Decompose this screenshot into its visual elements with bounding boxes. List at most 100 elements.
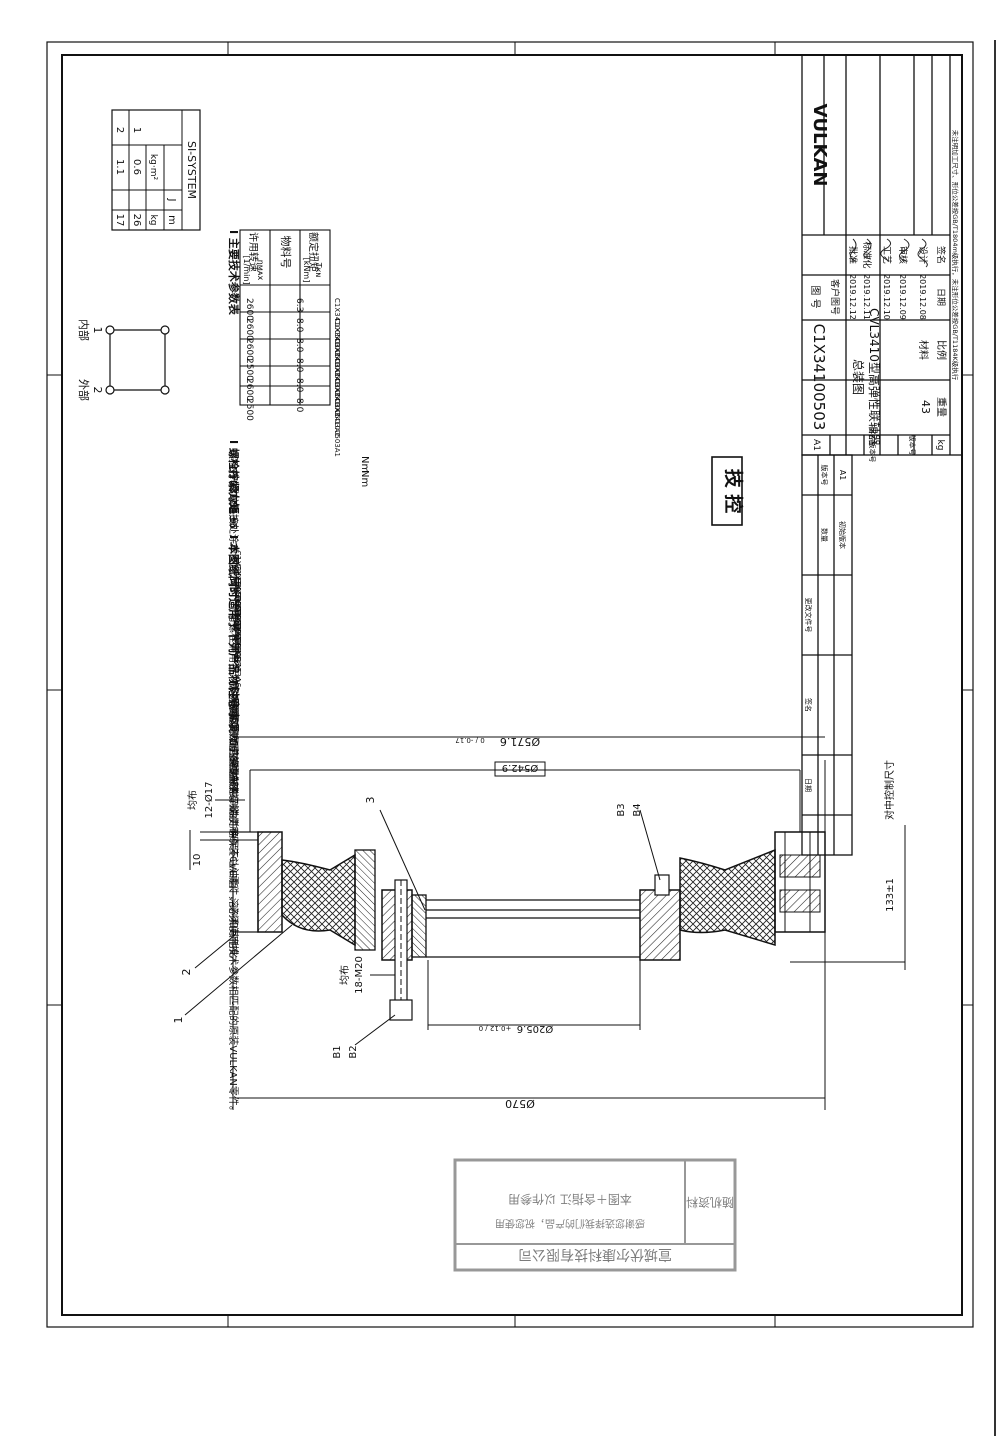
notes-title: I 注意事项 [227, 680, 241, 732]
applicable-item: C1X34100503A6 [233, 620, 242, 687]
bolt-b3 [654, 874, 670, 896]
tb-date-label: 日期 [935, 288, 946, 306]
item-3: 3 [364, 797, 377, 804]
tb-drawing-no-label: 图 号 [809, 285, 821, 308]
applicable-item: C1X34100503A1 [233, 550, 242, 617]
tb-rev-remark: 初始版本 [838, 521, 847, 549]
dim-205-6-tol: +0.12 / 0 [479, 1024, 512, 1032]
applicable-list: C1X34100503A1C1X34100503A2C1X34100503A3C… [233, 550, 242, 687]
title-block: 未注明加工尺寸、形位公差按GB/T1804m级执行，未注形位公差按GB/T118… [801, 54, 963, 856]
spec-row-torque: 8.0 [294, 398, 304, 413]
spec-rows: C1X34100503A16.32600C1X34100503A18.02600… [244, 298, 341, 457]
tb-date4: 2019.12.11 [862, 274, 871, 320]
tech-control-text: 技 控 [722, 469, 745, 514]
tech-control-stamp: 技 控 [711, 456, 745, 526]
outer-frame [46, 41, 974, 1328]
dim-10: 10 [192, 854, 203, 867]
dim-542-9-box [494, 761, 546, 777]
dim-542-9: Ø542.9 [502, 762, 539, 774]
notes-line1: 对中控制尺寸在热态下有效。 [227, 694, 240, 824]
node-2: 2 [91, 387, 104, 394]
tag-b2: B2 [348, 1045, 359, 1058]
bolt-line1: 序B1=305±30 [227, 456, 240, 528]
si-row2-m: 17 [114, 214, 125, 227]
bolt-title: I 螺栓拧紧力矩 [227, 440, 241, 514]
si-row1-m: 26 [131, 214, 142, 227]
tag-b1: B1 [332, 1045, 343, 1058]
label-inner: 内部 [77, 319, 91, 341]
spec-row-part: C1X34100503A1 [333, 338, 341, 397]
tb-check: 审核 [897, 246, 909, 264]
rubber-element-left [281, 853, 356, 947]
dimension-lines [184, 736, 906, 1099]
tb-sign-label: 签名 [935, 246, 947, 264]
bolt-line2: 序B3=85±6 [227, 470, 240, 529]
dim-571-6: Ø571.6 [500, 735, 540, 748]
outer-flange [257, 831, 283, 933]
spec-row-part: C1X34100503A1 [333, 378, 341, 437]
company-stamp: 宣城伏尔康科技有限公司 随机资料 感谢您选择我们的产品，祝您使用 本图＋含指江 … [453, 1158, 737, 1272]
applicable-item: C1X34100503A3 [233, 578, 242, 645]
rotated-text-area: SI-SYSTEM J m kg·m² kg 1 0.6 26 2 1.1 17… [77, 109, 370, 1116]
tb-rev-sign: 签名 [804, 698, 813, 712]
applicable-item: C1X34100503A5 [233, 606, 242, 673]
stamp-line1: 感谢您选择我们的产品，祝您使用 [495, 1217, 645, 1230]
tb-drawing-no: C1X34100503 [810, 324, 828, 431]
tb-material-label: 材料 [917, 340, 930, 360]
inner-frame [61, 54, 963, 1316]
spec-row-speed: 2500 [244, 358, 254, 381]
spec-row-torque: 8.0 [294, 358, 304, 373]
dim-holes-outer: 12-Ø17 [203, 782, 215, 819]
spec-col-part: 物料号 [279, 236, 293, 269]
si-unit-m: kg [148, 215, 158, 226]
item-1: 1 [172, 1017, 185, 1024]
spec-row-part: C1X34100503A1 [333, 318, 341, 377]
spec-col-torque: 额定扭矩 [307, 232, 320, 272]
tb-title2: 总装图 [851, 359, 865, 395]
dim-205-6: Ø205.6 [517, 1023, 554, 1035]
si-row2-no: 2 [114, 127, 125, 133]
si-row2-j: 1.1 [114, 159, 125, 175]
spec-col-torque-unit: [kNm] [302, 258, 311, 283]
si-row1-no: 1 [131, 127, 142, 133]
spec-row-torque: 8.0 [294, 338, 304, 353]
two-mass-diagram [105, 325, 170, 395]
tb-weight-label: 重量 [935, 397, 948, 417]
spec-row-speed: 2600 [244, 298, 254, 321]
tb-rev-doc: 更改文件号 [804, 598, 813, 633]
dim-align: 对中控制尺寸 [883, 760, 896, 820]
spec-col-speed-sym: nᴍᴀx [256, 260, 265, 281]
si-unit-j: kg·m² [148, 154, 158, 181]
tb-rev-no: 版本号 [820, 465, 829, 486]
stamp-line2: 本图＋含指江 以作参用 [508, 1192, 632, 1207]
tb-brand: VULKAN [809, 104, 830, 187]
zone-ticks [47, 42, 973, 1327]
tb-customer-version: 客户版本号 [868, 428, 877, 463]
dim-571-6-tol: 0 / -0.17 [455, 736, 484, 744]
spec-row-part: C1X34100503A1 [333, 358, 341, 417]
si-row1-j: 0.6 [131, 159, 142, 175]
stamp-company-name: 宣城伏尔康科技有限公司 [518, 1246, 672, 1263]
tb-date3: 2019.12.10 [882, 274, 891, 320]
spec-table [239, 229, 331, 406]
dim-570: Ø570 [505, 1097, 535, 1110]
bolt-unit1: Nm [359, 456, 370, 473]
stamp-left: 随机资料 [686, 1195, 734, 1210]
spec-col-torque-sym: Tᴋɴ [314, 262, 323, 278]
tb-scale-label: 比例 [935, 340, 948, 360]
bolt-note: 螺纹联接处涂乐泰胶243，所有螺栓需用扭力扳手锁紧。 [227, 484, 240, 733]
spec-col-speed-unit: [1/min] [242, 255, 251, 284]
rubber-element-right [679, 848, 776, 947]
applicable-item: C1X34100503A2 [233, 564, 242, 631]
tb-size: A1 [811, 439, 821, 451]
spec-row-torque: 6.3 [294, 298, 304, 312]
tb-weight-unit: kg [935, 440, 945, 451]
tb-date2: 2019.12.09 [898, 274, 907, 320]
coupling-section [232, 760, 826, 1110]
dim-holes-inner-note: 均布 [339, 965, 351, 985]
spec-row-speed: 2600 [244, 338, 254, 361]
spec-row-torque: 8.0 [294, 378, 304, 393]
spec-row-torque: 8.0 [294, 318, 304, 333]
tb-approve: 批准 [847, 246, 859, 264]
